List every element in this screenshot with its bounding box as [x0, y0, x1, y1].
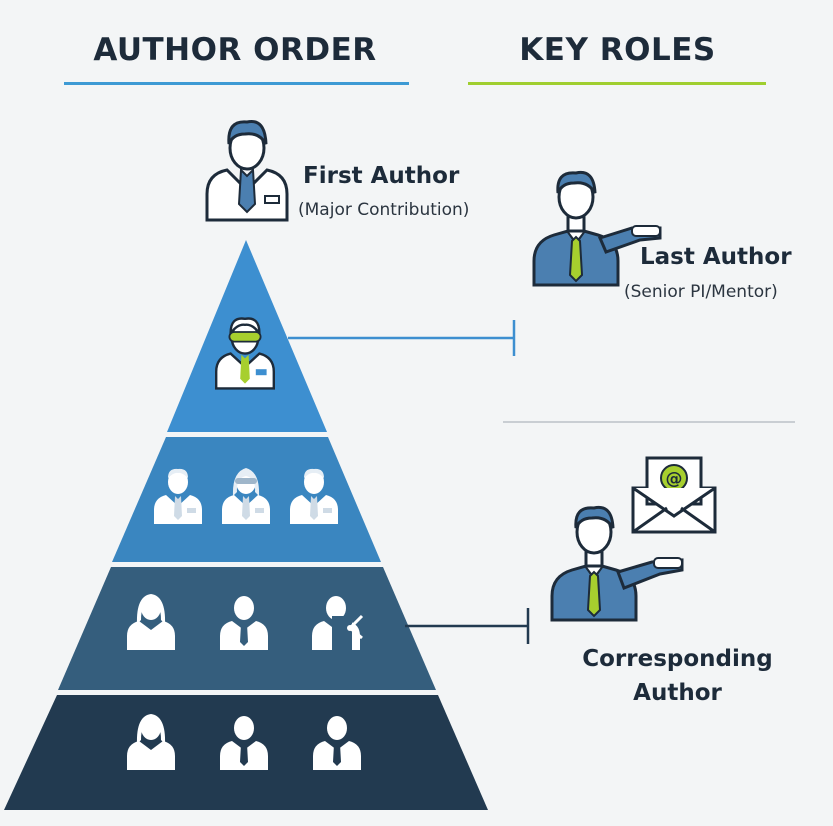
person-female-icon	[127, 594, 175, 650]
last-author-icon	[532, 170, 662, 287]
section-divider	[503, 421, 795, 423]
corresponding-author-title: Corresponding Author	[582, 646, 773, 706]
person-male-share-icon	[312, 596, 364, 650]
corresponding-author-connector	[405, 608, 530, 644]
svg-text:@: @	[666, 469, 683, 489]
researcher-male-icon	[290, 468, 338, 524]
envelope-at-icon: @	[631, 456, 717, 534]
first-author-icon	[205, 119, 289, 222]
last-author-connector	[288, 320, 516, 356]
person-male-tie-icon	[313, 716, 361, 770]
corresponding-author-icon	[550, 505, 684, 622]
last-author-subtitle: (Senior PI/Mentor)	[624, 282, 778, 302]
author-order-underline	[64, 82, 409, 85]
researcher-female-goggles-icon	[222, 468, 270, 524]
researcher-male-icon	[154, 468, 202, 524]
person-male-tie-icon	[220, 596, 268, 650]
first-author-subtitle: (Major Contribution)	[298, 200, 470, 220]
last-author-title: Last Author	[640, 244, 792, 270]
key-roles-header: KEY ROLES	[519, 32, 716, 68]
scientist-goggles-icon	[214, 317, 276, 390]
person-male-tie-icon	[220, 716, 268, 770]
key-roles-underline	[468, 82, 766, 85]
person-female-icon	[127, 714, 175, 770]
author-order-header: AUTHOR ORDER	[93, 32, 377, 68]
first-author-title: First Author	[303, 163, 460, 189]
